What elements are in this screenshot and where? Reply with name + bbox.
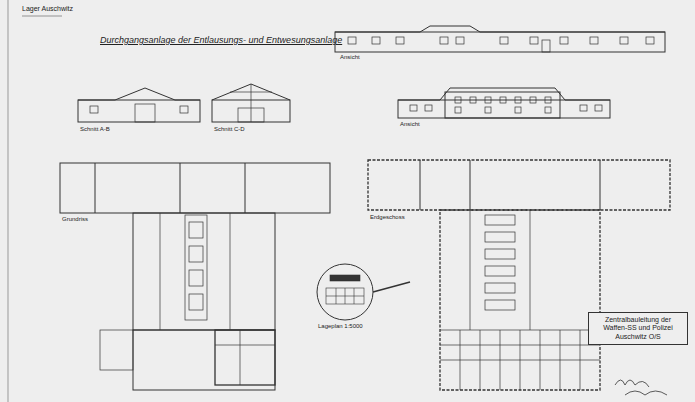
drawing-title: Durchgangsanlage der Entlausungs- und En…	[100, 36, 342, 46]
drawing-label: Lageplan 1:5000	[318, 323, 363, 330]
drawing-label: Schnitt C-D	[214, 126, 245, 133]
drawing-label: Ansicht	[400, 121, 420, 128]
drawing-label: Schnitt A-B	[80, 126, 110, 133]
drawing-label: Lager Auschwitz	[22, 5, 73, 13]
title-block-text: Zentralbauleitung der Waffen-SS und Poli…	[592, 316, 684, 341]
drawing-label: Grundriss	[62, 216, 88, 223]
drawing-label: Ansicht	[340, 54, 360, 61]
title-block: Zentralbauleitung der Waffen-SS und Poli…	[588, 312, 688, 345]
drawing-label: Erdgeschoss	[370, 214, 405, 221]
